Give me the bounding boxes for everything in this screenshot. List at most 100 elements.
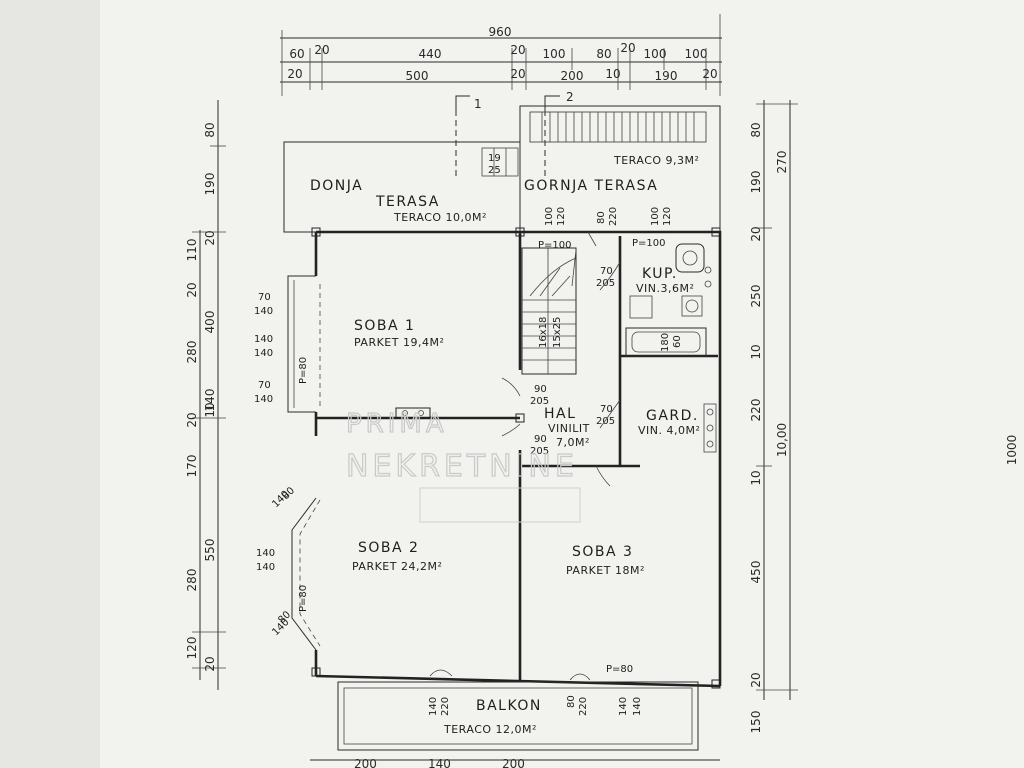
gornja-area: TERACO 9,3M² (613, 154, 699, 167)
terrace-stair-a: 19 (488, 153, 501, 164)
dim-top-r1-5: 80 (596, 47, 611, 61)
balcony: BALKON TERACO 12,0M² (337, 681, 699, 751)
gornja-terasa-label: GORNJA TERASA (524, 178, 658, 194)
dim-right-7: 10,00 (775, 423, 789, 457)
win-140c: 140 (254, 348, 273, 359)
gard-205: 205 (596, 416, 615, 427)
tub-180: 180 (660, 333, 671, 352)
dim-top-r2-0: 20 (287, 67, 302, 81)
dim-right-4: 250 (749, 285, 763, 308)
bal-80: 80 (566, 695, 577, 708)
open-220: 220 (608, 207, 619, 226)
dim-left-0: 80 (203, 122, 217, 137)
soba3-floor: PARKET 18M² (566, 564, 645, 577)
left-dim-labels: 80 190 110 20 20 400 280 140 20 10 170 2… (185, 122, 217, 671)
bay2-140c: 140 (256, 562, 275, 573)
open-100b: 100 (650, 207, 661, 226)
terasa-label: TERASA (375, 194, 440, 210)
win-140a: 140 (254, 306, 273, 317)
dim-top-total: 960 (489, 25, 512, 39)
gard-floor: VIN. 4,0M² (638, 424, 700, 437)
hal-90a: 90 (534, 384, 547, 395)
dim-top-r1-1: 20 (314, 43, 329, 57)
dim-bottom-1: 140 (428, 757, 451, 768)
stair-p100: P=100 (538, 240, 572, 251)
dim-left-8: 20 (185, 412, 199, 427)
dim-right-8: 10 (749, 470, 763, 485)
kup-name: KUP. (642, 266, 678, 282)
terraces: 19 25 DONJA TERASA TERACO 10,0M² GORNJA … (283, 105, 721, 233)
open-120: 120 (556, 207, 567, 226)
dim-side-far: 1000 (1005, 435, 1019, 466)
dim-right-3: 20 (749, 226, 763, 241)
dim-top-r2-4: 10 (605, 67, 620, 81)
dim-left-3: 20 (203, 230, 217, 245)
dim-top-r2-3: 200 (561, 69, 584, 83)
tub-60: 60 (672, 335, 683, 348)
bay1-p80: P=80 (298, 357, 309, 384)
bay2-140b: 140 (256, 548, 275, 559)
bal-220b: 220 (578, 697, 589, 716)
dim-top-r2-5: 190 (655, 69, 678, 83)
drawing-sheet (100, 0, 1024, 768)
dim-left-1: 190 (203, 173, 217, 196)
dim-top-r2-6: 20 (702, 67, 717, 81)
dim-bottom-2: 200 (502, 757, 525, 768)
watermark-line2: NEKRETNINE (346, 449, 578, 484)
dim-left-5: 400 (203, 311, 217, 334)
right-dimensions: 80 190 270 20 250 10 220 10,00 10 450 20… (749, 100, 1019, 733)
dim-top-r1-7: 100 (644, 47, 667, 61)
dim-right-1: 190 (749, 171, 763, 194)
win-70a: 70 (258, 292, 271, 303)
kup-floor: VIN.3,6M² (636, 282, 694, 295)
stair-size-b: 15x25 (552, 317, 563, 348)
donja-label: DONJA (310, 178, 363, 194)
top-dimensions: 960 60 20 440 20 100 80 20 100 100 20 50… (280, 14, 722, 96)
dim-top-r2-1: 500 (406, 69, 429, 83)
soba1-name: SOBA 1 (354, 318, 415, 334)
open-100: 100 (544, 207, 555, 226)
dim-top-r1-8: 100 (685, 47, 708, 61)
terrace-railing-hatch (541, 112, 695, 142)
hal-90b: 90 (534, 434, 547, 445)
dim-top-r1-3: 20 (510, 43, 525, 57)
dim-left-12: 550 (203, 539, 217, 562)
kup-70: 70 (600, 266, 613, 277)
open-120b: 120 (662, 207, 673, 226)
dim-left-4: 20 (185, 282, 199, 297)
soba2-name: SOBA 2 (358, 540, 419, 556)
dim-right-6: 220 (749, 399, 763, 422)
dim-top-r1-0: 60 (289, 47, 304, 61)
dim-top-r2-2: 20 (510, 67, 525, 81)
staircase: 16x18 15x25 P=100 (521, 240, 577, 375)
terrace-stair-b: 25 (488, 165, 501, 176)
win-140b: 140 (254, 334, 273, 345)
bal-140a: 140 (428, 697, 439, 716)
dim-right-10: 20 (749, 672, 763, 687)
hal-name: HAL (544, 406, 576, 422)
dim-right-11: 150 (749, 711, 763, 734)
balkon-area: TERACO 12,0M² (443, 723, 537, 736)
hal-area: 7,0M² (556, 436, 590, 449)
dim-left-13: 120 (185, 637, 199, 660)
open-80: 80 (596, 211, 607, 224)
bal-140c: 140 (632, 697, 643, 716)
section-marker-2: 2 (566, 90, 574, 104)
bottom-dimensions: 200 140 200 (310, 757, 720, 768)
dim-left-7: 140 (203, 389, 217, 412)
dim-left-2: 110 (185, 239, 199, 262)
bay2-p80: P=80 (298, 585, 309, 612)
dim-top-r1-2: 440 (419, 47, 442, 61)
balkon-label: BALKON (476, 698, 542, 714)
dim-left-9: 10 (203, 402, 217, 417)
left-dimensions: 80 190 110 20 20 400 280 140 20 10 170 2… (185, 100, 226, 690)
dim-top-r1-4: 100 (543, 47, 566, 61)
dim-left-11: 280 (185, 569, 199, 592)
kup-p100: P=100 (632, 238, 666, 249)
dim-right-5: 10 (749, 344, 763, 359)
bal-220a: 220 (440, 697, 451, 716)
section-marker-1: 1 (474, 97, 482, 111)
bal-140b: 140 (618, 697, 629, 716)
bathroom-fixtures: 180 60 (625, 243, 717, 453)
